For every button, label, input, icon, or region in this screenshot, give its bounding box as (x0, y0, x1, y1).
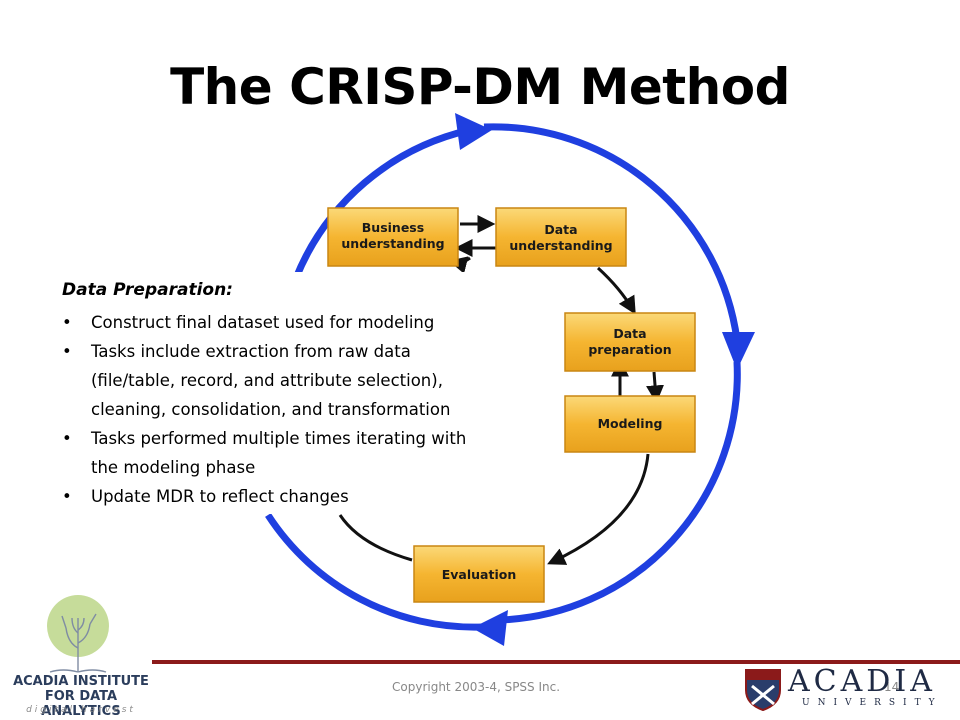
footer-divider (152, 660, 960, 664)
bullet-item: • Update MDR to reflect changes (62, 482, 466, 511)
tree-icon (47, 595, 109, 673)
slide-title: The CRISP-DM Method (170, 58, 790, 116)
bullet-line: (file/table, record, and attribute selec… (91, 371, 443, 390)
acadia-institute-logo: ACADIA INSTITUTE FOR DATA ANALYTICS digi… (8, 588, 154, 719)
phase-business-understanding: Business understanding (327, 207, 459, 267)
arrow-preparation-to-modeling (646, 371, 665, 404)
cycle-arrowhead-bottom (472, 610, 508, 646)
phase-label: Business (362, 220, 424, 235)
bullet-dot: • (62, 487, 72, 506)
data-preparation-textbox: Data Preparation: • Construct final data… (52, 272, 558, 514)
phase-label: Data (613, 326, 646, 341)
bullet-line: cleaning, consolidation, and transformat… (91, 400, 451, 419)
bullet-line: Tasks performed multiple times iterating… (91, 429, 467, 448)
textbox-heading: Data Preparation: (62, 280, 233, 300)
phase-label: understanding (509, 238, 612, 253)
bullet-item: • Tasks include extraction from raw data… (62, 337, 466, 424)
phase-modeling: Modeling (564, 395, 696, 453)
arrow-evaluation-to-business (338, 514, 413, 562)
copyright-text: Copyright 2003-4, SPSS Inc. (392, 680, 561, 694)
cycle-arrowhead-top (455, 113, 492, 150)
acadia-university-logo: ACADIA UNIVERSITY (744, 664, 954, 718)
arrow-modeling-to-evaluation (547, 453, 650, 565)
slide-number: 14 (884, 680, 900, 694)
phase-data-preparation: Data preparation (564, 312, 696, 372)
phase-data-understanding: Data understanding (495, 207, 627, 267)
outer-cycle (265, 113, 755, 646)
bullet-list: • Construct final dataset used for model… (62, 308, 466, 511)
institute-tagline: digital harvest (26, 705, 136, 715)
phase-label: preparation (588, 342, 671, 357)
cycle-arrowhead-right (722, 332, 755, 370)
bullet-line: Construct final dataset used for modelin… (91, 313, 435, 332)
phase-label: Evaluation (442, 567, 517, 582)
bullet-line: the modeling phase (91, 458, 256, 477)
bullet-item: • Construct final dataset used for model… (62, 308, 466, 337)
bullet-dot: • (62, 429, 72, 448)
institute-name-line2: FOR DATA ANALYTICS (41, 689, 121, 719)
bullet-line: Update MDR to reflect changes (91, 487, 349, 506)
institute-name-line1: ACADIA INSTITUTE (13, 674, 149, 689)
bullet-item: • Tasks performed multiple times iterati… (62, 424, 466, 482)
phase-evaluation: Evaluation (413, 545, 545, 603)
shield-icon (745, 669, 781, 712)
phase-label: Data (544, 222, 577, 237)
arrow-data-to-preparation (596, 266, 636, 315)
bullet-dot: • (62, 342, 72, 361)
university-subtitle: UNIVERSITY (802, 698, 943, 708)
phase-label: understanding (341, 236, 444, 251)
bullet-line: Tasks include extraction from raw data (91, 342, 411, 361)
university-name: ACADIA (788, 664, 936, 699)
phase-label: Modeling (598, 416, 663, 431)
bullet-dot: • (62, 313, 72, 332)
